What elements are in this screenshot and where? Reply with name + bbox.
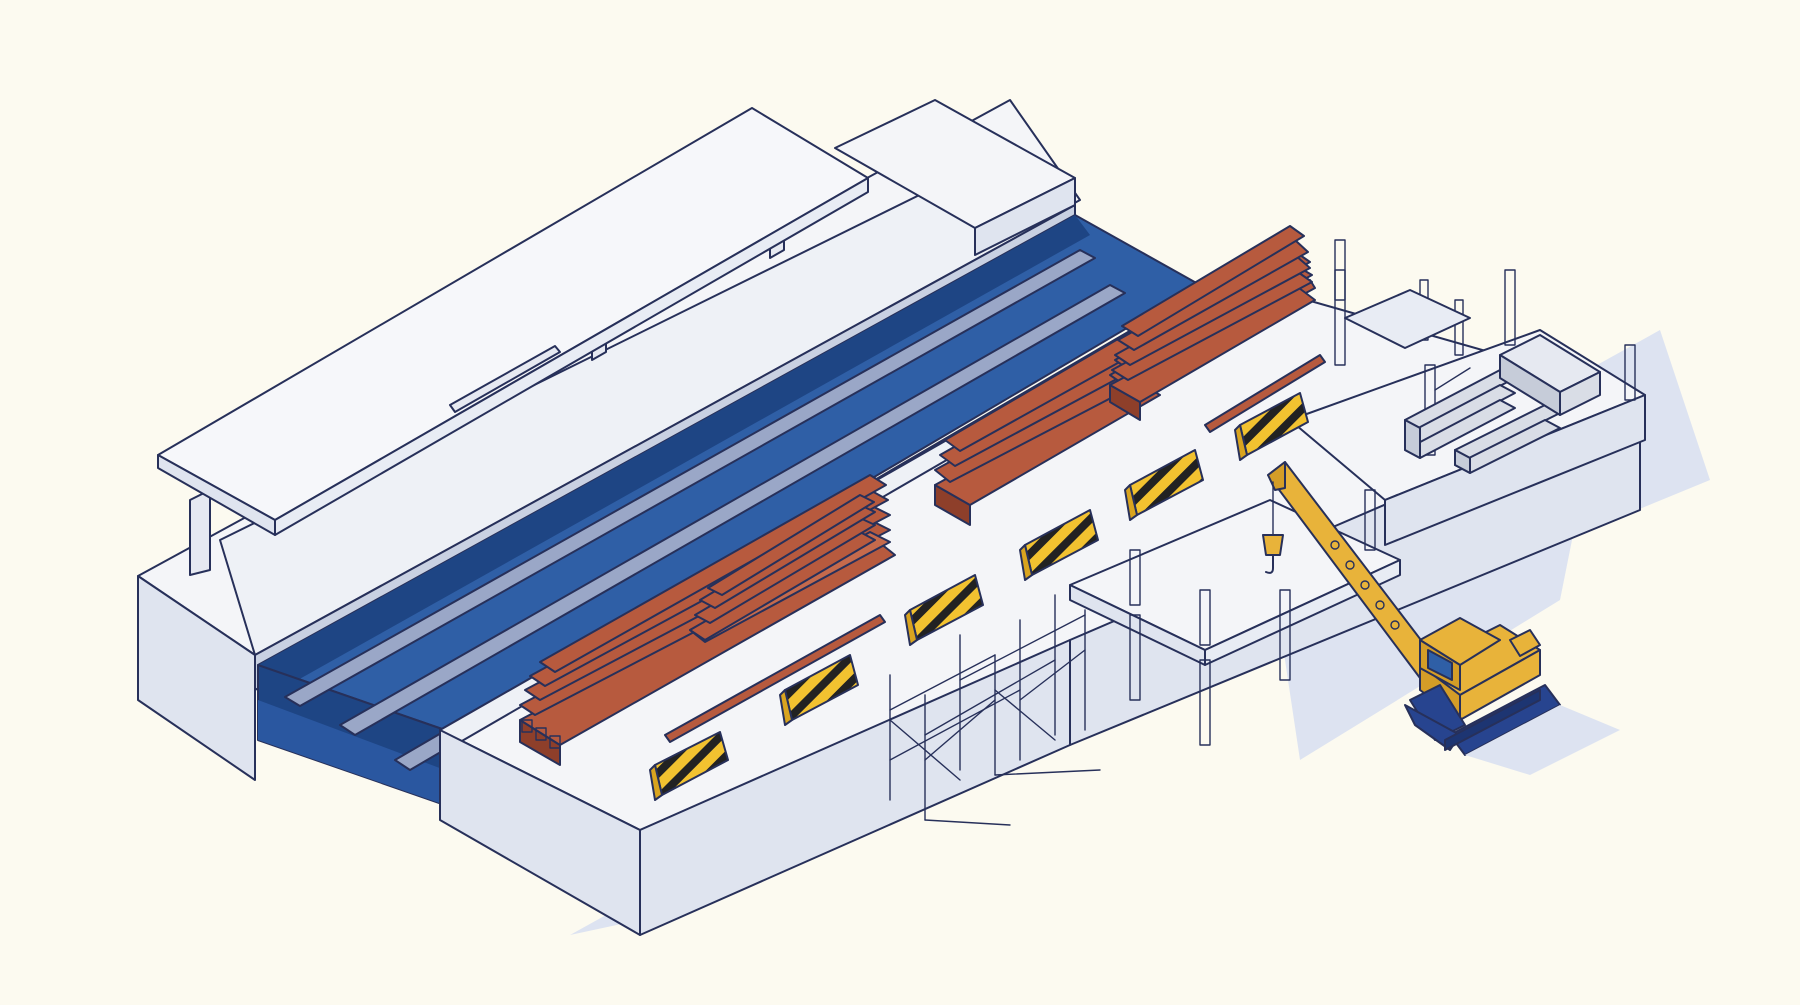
rail-1 [284, 249, 1096, 707]
safety-barriers [649, 392, 1309, 801]
back-platform-block [834, 99, 1076, 256]
safety-barrier-4 [1019, 509, 1099, 581]
crane-shadow [1465, 705, 1620, 775]
crane-tracks [1404, 684, 1561, 756]
mobile-crane[interactable] [1262, 461, 1561, 756]
crane-hook [1262, 481, 1284, 574]
metal-stock [1404, 334, 1601, 474]
rail-2 [339, 284, 1126, 736]
beam-end-caps [521, 719, 561, 749]
steel-beam-stack-3 [1109, 225, 1316, 421]
scaffolding [889, 594, 1101, 826]
loose-steel-beam-2 [1204, 354, 1326, 433]
safety-barrier-2 [779, 654, 859, 726]
metal-stock-pile-2 [1454, 404, 1561, 474]
safety-barrier-1 [649, 731, 729, 801]
loose-steel-beam-1 [664, 614, 886, 743]
platform-canopy [157, 107, 869, 576]
safety-barrier-3 [904, 574, 984, 646]
safety-barrier-5 [1124, 449, 1204, 521]
steel-beam-stack-1 [519, 474, 896, 766]
safety-barrier-6 [1234, 392, 1309, 461]
steel-beam-stacks [519, 225, 1326, 766]
metal-stock-pile-1 [1404, 369, 1516, 459]
metal-stock-pile-3 [1499, 334, 1601, 416]
frame-columns [1129, 589, 1291, 746]
